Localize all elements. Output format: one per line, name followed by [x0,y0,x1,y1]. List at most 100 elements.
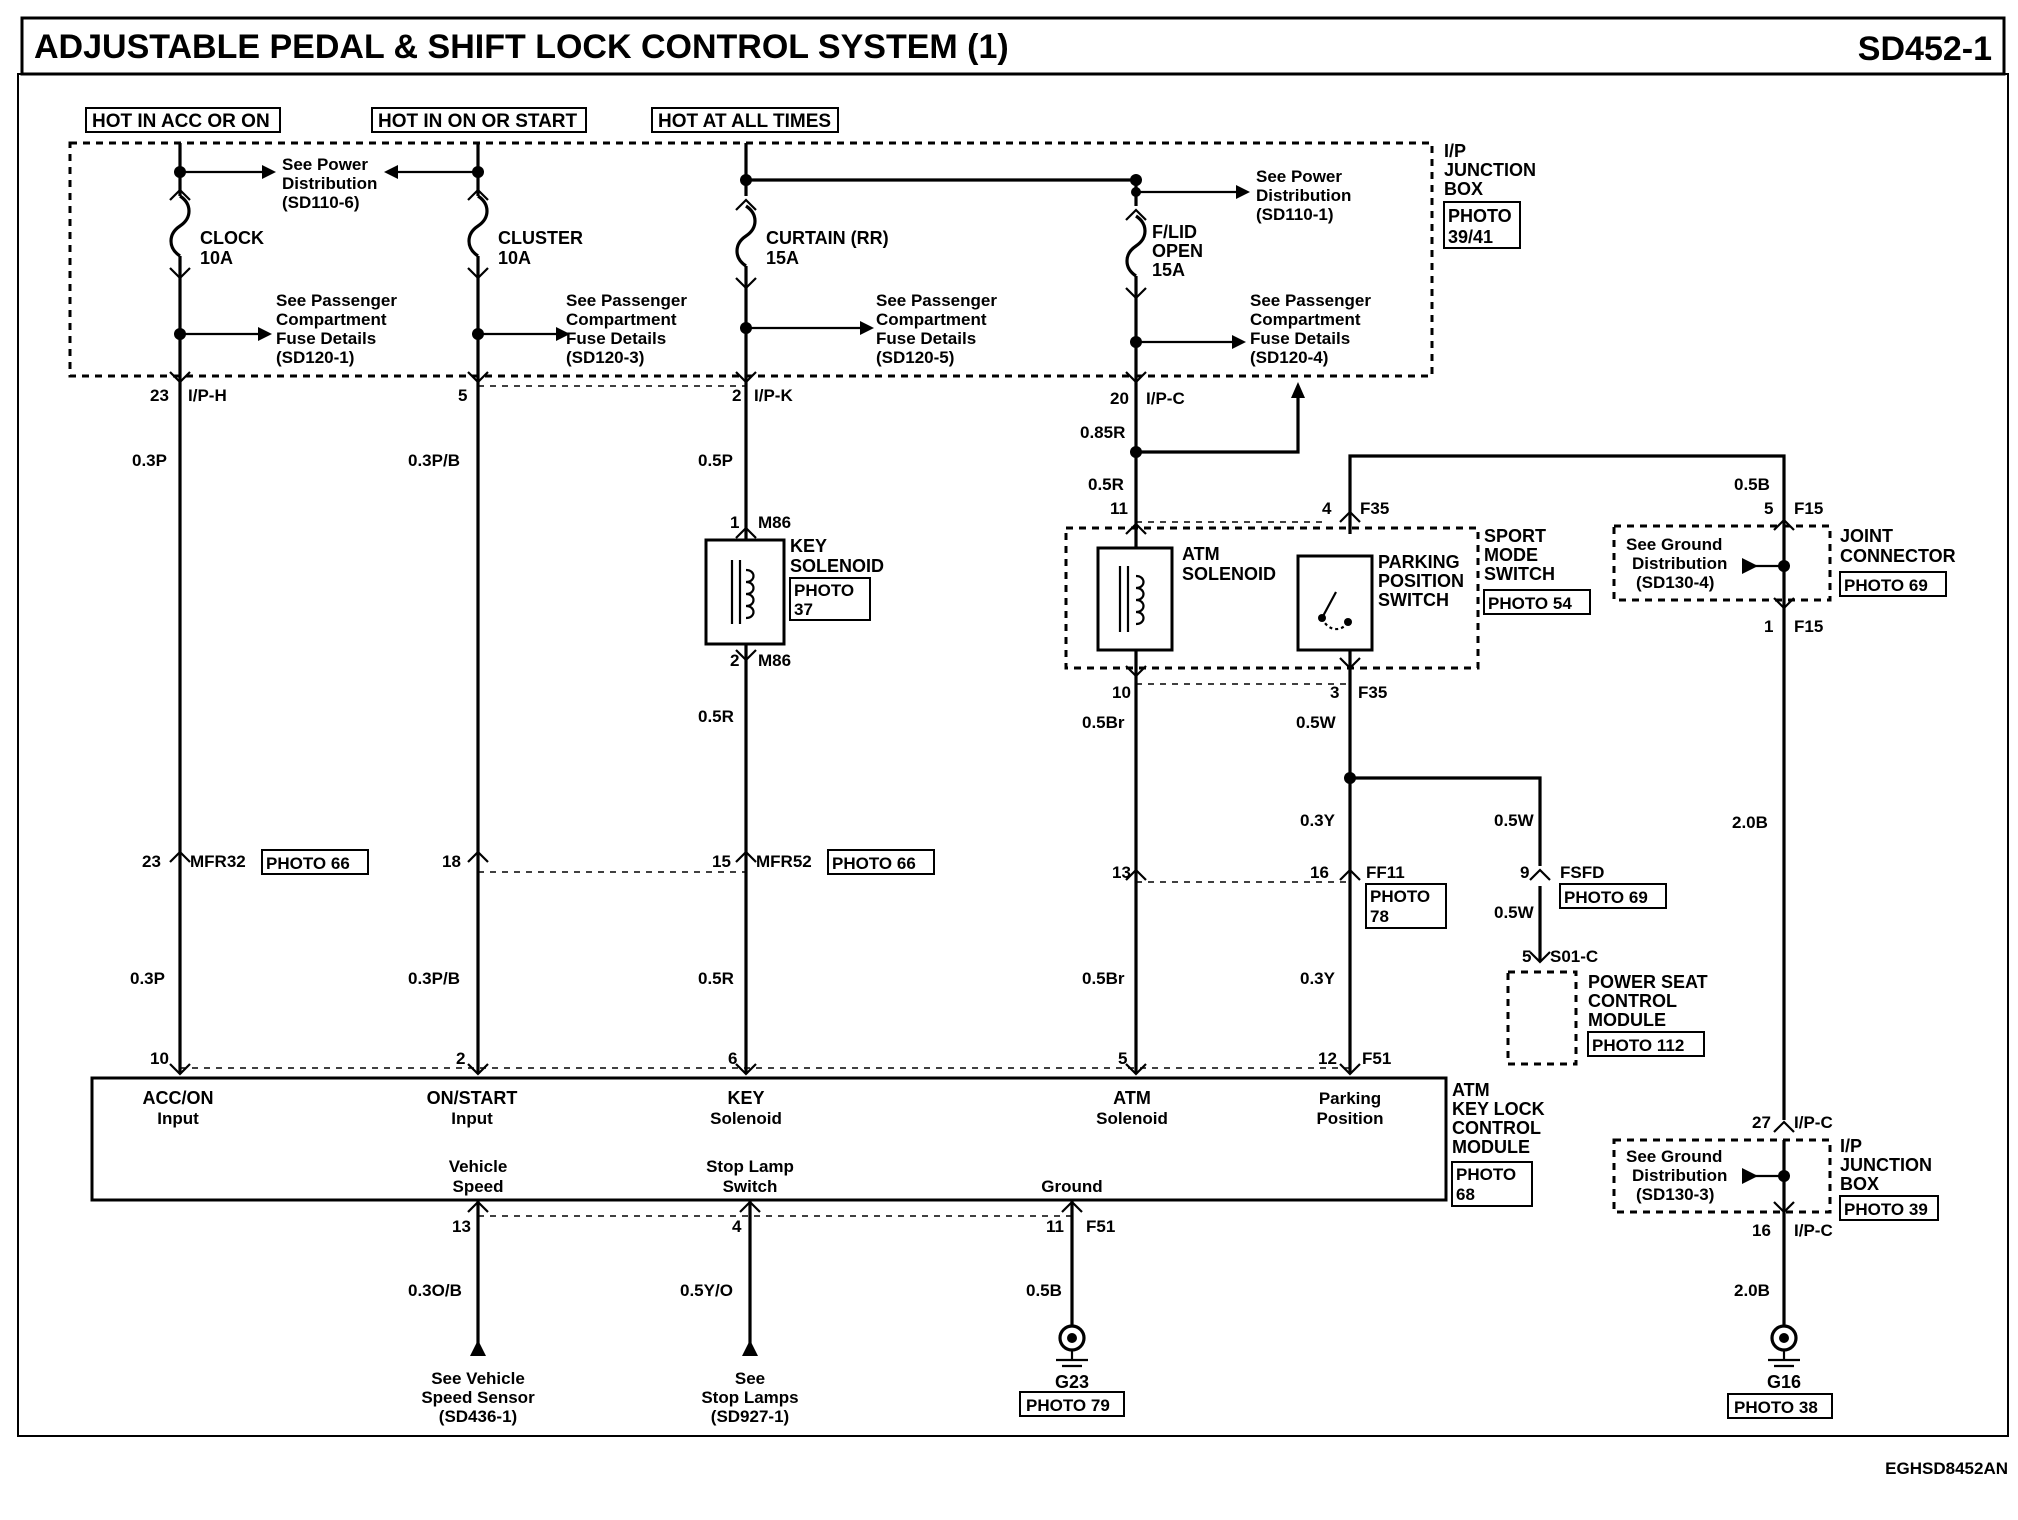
fuse-flid-label: F/LID [1152,222,1197,242]
circuit-atm-solenoid [1125,174,1350,1076]
svg-text:See Passenger: See Passenger [566,291,687,310]
pin-10-acc: 10 [150,1049,169,1068]
fuse-curtain-rating: 15A [766,248,799,268]
sport-mode-label: SPORT [1484,526,1546,546]
svg-text:Distribution: Distribution [282,174,377,193]
power-seat-label-2: CONTROL [1588,991,1677,1011]
wire-05b-ground: 0.5B [1026,1281,1062,1300]
ref-vehicle-speed-sensor: See Vehicle Speed Sensor (SD436-1) [421,1369,535,1426]
diagram-title: ADJUSTABLE PEDAL & SHIFT LOCK CONTROL SY… [34,28,1009,66]
svg-text:Compartment: Compartment [1250,310,1361,329]
ref-fuse-details-sd120-1: See Passenger Compartment Fuse Details (… [276,291,397,367]
connector-f35-bottom: F35 [1358,683,1387,702]
svg-text:See Passenger: See Passenger [1250,291,1371,310]
pin-5-f15: 5 [1764,499,1773,518]
atm-module-label-2: KEY LOCK [1452,1099,1545,1119]
connector-mfr32: MFR32 [190,852,246,871]
wire-05w-fsfd-upper: 0.5W [1494,811,1535,830]
svg-text:(SD120-5): (SD120-5) [876,348,954,367]
svg-text:PHOTO 79: PHOTO 79 [1026,1396,1110,1415]
ref-power-dist-sd110-6: See Power Distribution (SD110-6) [282,155,377,212]
module-pin-key-solenoid: KEY Solenoid [710,1088,782,1128]
ip-junction-box-2 [1612,1138,1832,1214]
svg-text:Compartment: Compartment [276,310,387,329]
parking-switch-label: PARKING [1378,552,1460,572]
circuit-on-start [384,143,746,1076]
atm-solenoid [1096,546,1174,652]
ip-junction2-label-2: JUNCTION [1840,1155,1932,1175]
svg-text:39/41: 39/41 [1448,227,1493,247]
wire-05br-lower: 0.5Br [1082,969,1125,988]
wire-05b-joint: 0.5B [1734,475,1770,494]
wire-03p-upper: 0.3P [132,451,167,470]
connector-f35-top: F35 [1360,499,1389,518]
svg-text:I/P: I/P [1444,141,1466,161]
photo-38: PHOTO 38 [1727,1393,1833,1419]
parking-position-switch [1296,554,1374,652]
connector-f51-ground: F51 [1086,1217,1115,1236]
sport-mode-switch-area [1064,526,1480,670]
circuit-acc-on [169,143,276,1076]
svg-text:(SD120-3): (SD120-3) [566,348,644,367]
svg-text:(SD130-3): (SD130-3) [1636,1185,1714,1204]
wire-05r-atm: 0.5R [1088,475,1124,494]
svg-text:Compartment: Compartment [566,310,677,329]
fuse-curtain-label: CURTAIN (RR) [766,228,889,248]
svg-text:Vehicle: Vehicle [449,1157,508,1176]
svg-text:37: 37 [794,600,813,619]
svg-text:JUNCTION: JUNCTION [1444,160,1536,180]
pin-3-f35: 3 [1330,683,1339,702]
sport-mode-label-3: SWITCH [1484,564,1555,584]
svg-text:ON/START: ON/START [427,1088,518,1108]
power-seat-label: POWER SEAT [1588,972,1708,992]
svg-text:Fuse Details: Fuse Details [876,329,976,348]
fuse-cluster-rating: 10A [498,248,531,268]
svg-text:PHOTO: PHOTO [794,581,854,600]
svg-text:HOT IN ACC OR ON: HOT IN ACC OR ON [92,111,270,132]
svg-text:78: 78 [1370,907,1389,926]
svg-text:See: See [735,1369,765,1388]
pin-18-mfr: 18 [442,852,461,871]
joint-connector-label-2: CONNECTOR [1840,546,1956,566]
ground-g16-label: G16 [1767,1372,1801,1392]
svg-text:Fuse Details: Fuse Details [1250,329,1350,348]
connector-ipc-16: I/P-C [1794,1221,1833,1240]
power-label-acc-on: HOT IN ACC OR ON [85,107,281,133]
ip-junction2-label: I/P [1840,1136,1862,1156]
pin-27-ipc: 27 [1752,1113,1771,1132]
parking-switch-label-3: SWITCH [1378,590,1449,610]
pin-16-ff11: 16 [1310,863,1329,882]
fuse-flid-rating: 15A [1152,260,1185,280]
connector-ipk: I/P-K [754,386,793,405]
pin-2-m86: 2 [730,651,739,670]
svg-text:PHOTO: PHOTO [1448,206,1512,226]
wire-05yo: 0.5Y/O [680,1281,733,1300]
connector-ipc-top: I/P-C [1146,389,1185,408]
module-pin-atm-solenoid: ATM Solenoid [1096,1088,1168,1128]
joint-connector-label: JOINT [1840,526,1893,546]
ref-ground-dist-sd130-4: See Ground Distribution (SD130-4) [1626,535,1727,592]
svg-text:Switch: Switch [723,1177,778,1196]
svg-text:Distribution: Distribution [1632,1166,1727,1185]
svg-text:Distribution: Distribution [1256,186,1351,205]
svg-text:(SD130-4): (SD130-4) [1636,573,1714,592]
atm-module-label-3: CONTROL [1452,1118,1541,1138]
pin-5-atm: 5 [1118,1049,1127,1068]
svg-text:PHOTO 69: PHOTO 69 [1564,888,1648,907]
svg-text:Parking: Parking [1319,1089,1381,1108]
svg-text:PHOTO 112: PHOTO 112 [1592,1036,1684,1055]
fuse-clock-label: CLOCK [200,228,264,248]
svg-text:PHOTO: PHOTO [1370,887,1430,906]
wire-05br-upper: 0.5Br [1082,713,1125,732]
atm-solenoid-label-2: SOLENOID [1182,564,1276,584]
svg-text:Input: Input [157,1109,199,1128]
svg-text:Stop Lamp: Stop Lamp [706,1157,794,1176]
connector-f51-module: F51 [1362,1049,1391,1068]
photo-54: PHOTO 54 [1483,589,1591,615]
svg-text:Speed: Speed [452,1177,503,1196]
wire-03y-lower: 0.3Y [1300,969,1336,988]
atm-module-label-4: MODULE [1452,1137,1530,1157]
ref-ground-dist-sd130-3: See Ground Distribution (SD130-3) [1626,1147,1727,1204]
svg-text:(SD927-1): (SD927-1) [711,1407,789,1426]
